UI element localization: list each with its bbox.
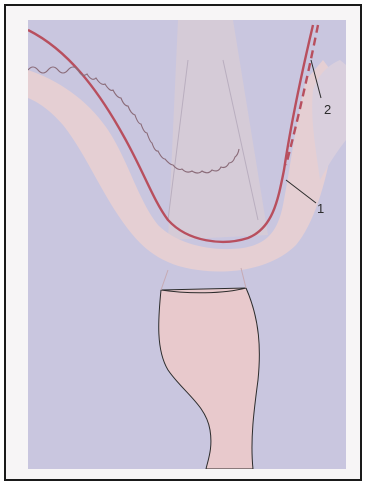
label-1: 1 bbox=[317, 201, 324, 216]
illustration-panel: 1 2 bbox=[28, 20, 346, 469]
anatomical-illustration: 1 2 bbox=[28, 20, 346, 469]
label-2: 2 bbox=[324, 102, 331, 117]
